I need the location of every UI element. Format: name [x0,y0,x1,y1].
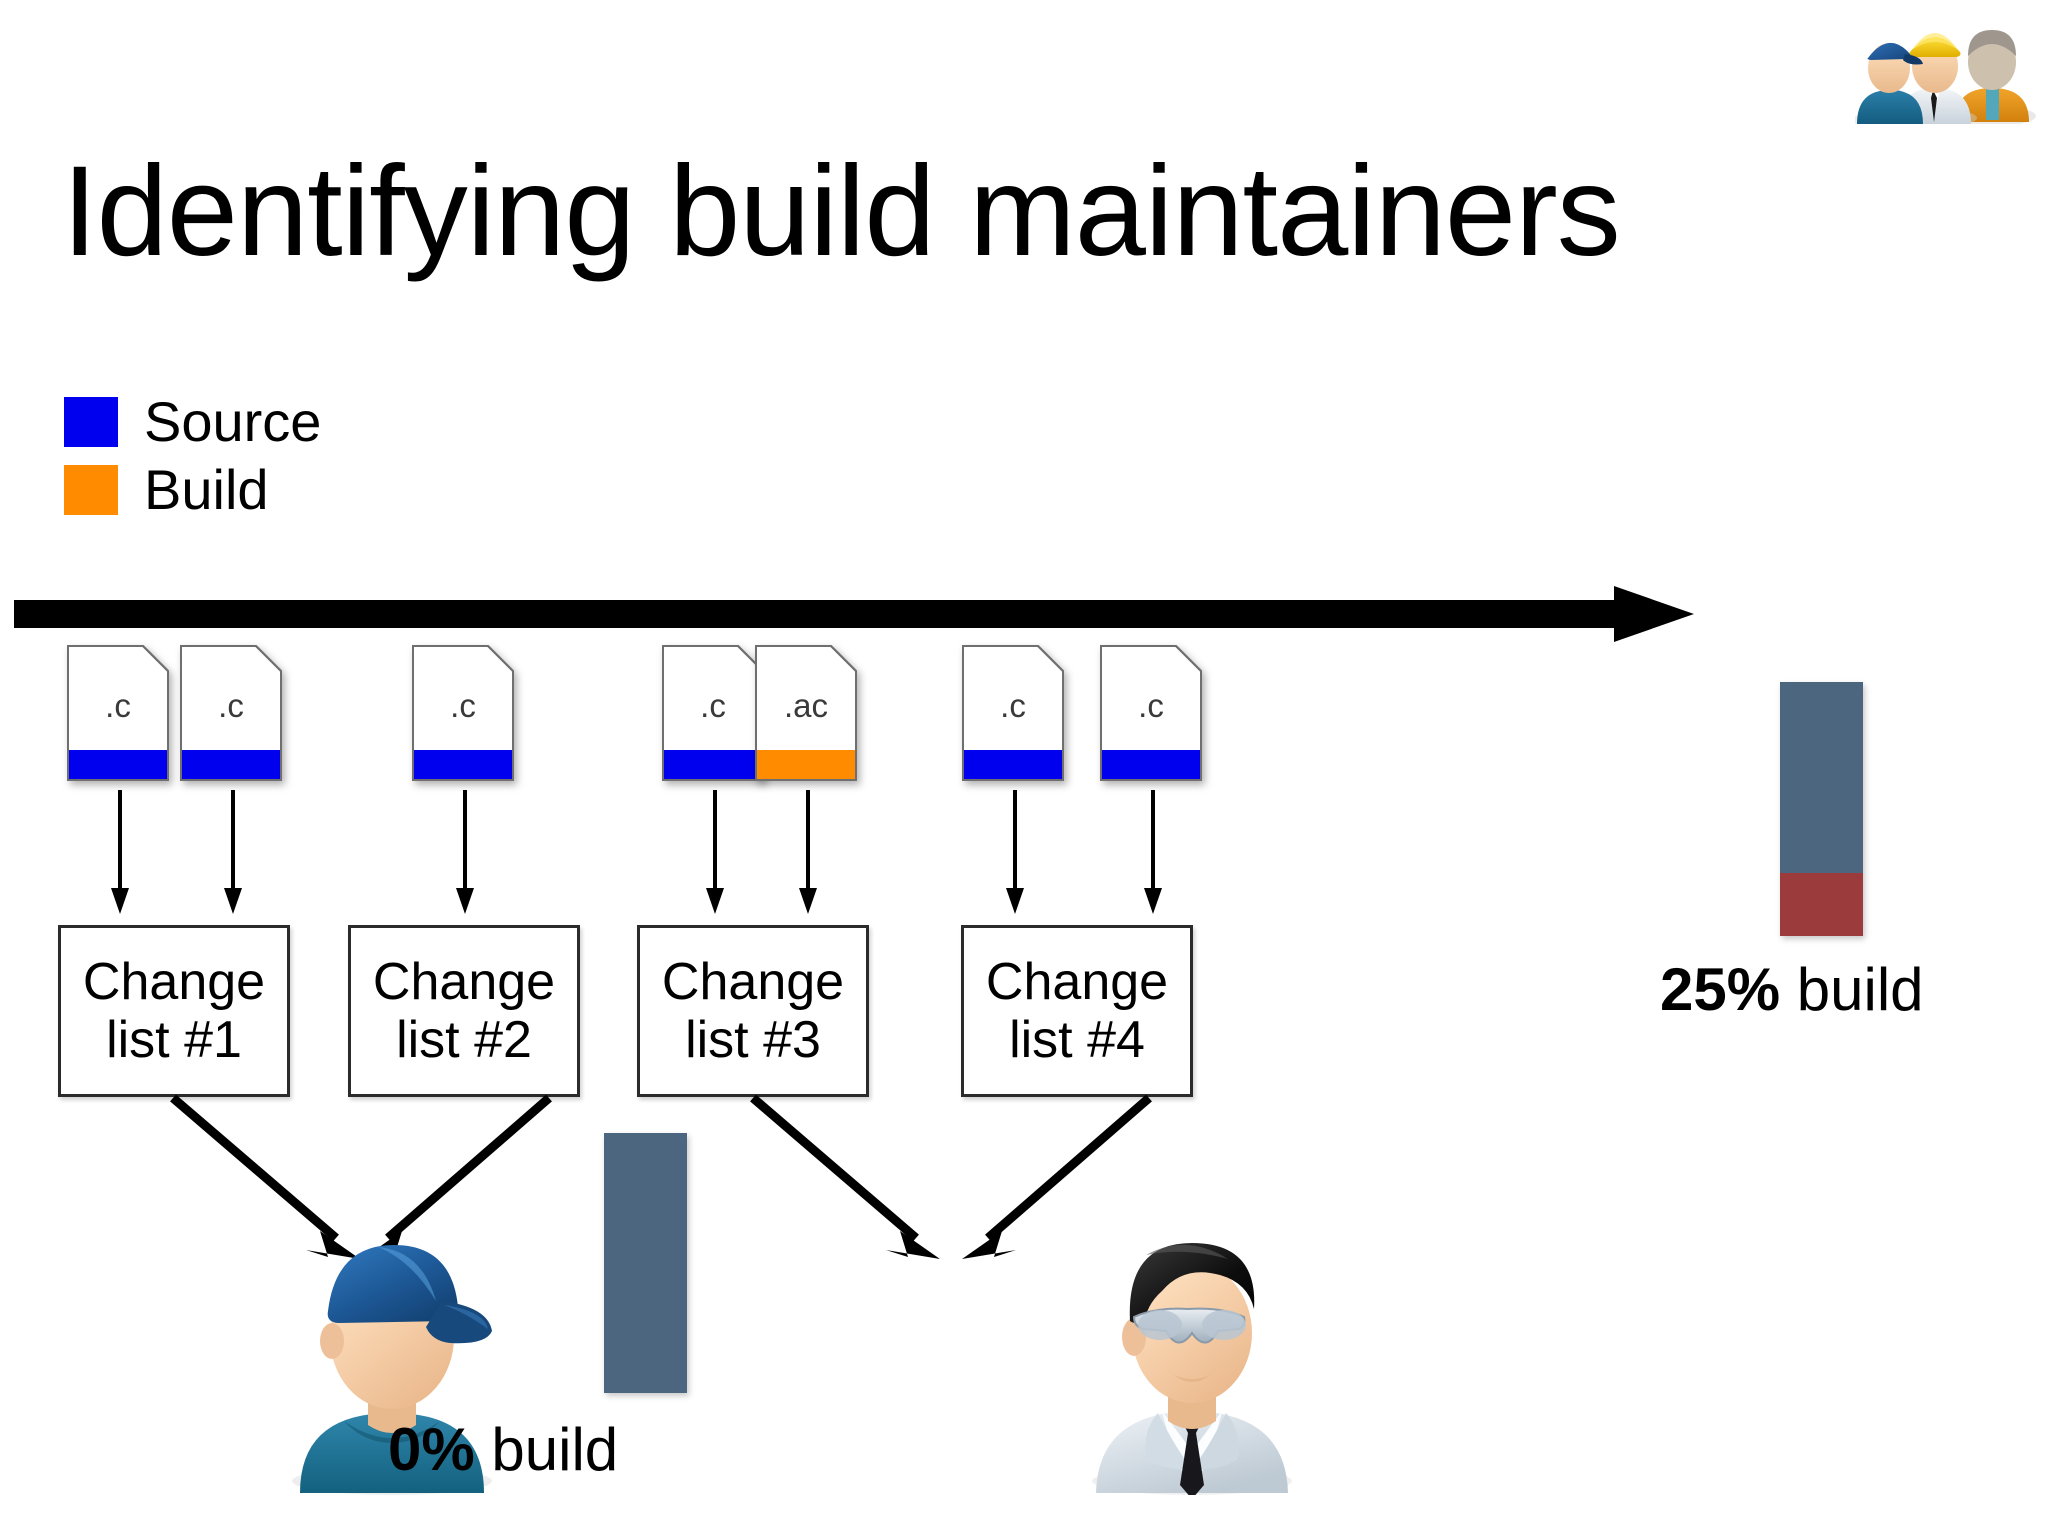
drop-arrow-file5-ac [793,790,823,914]
file-icon-c-5: .c [962,645,1064,781]
legend: Source Build [64,388,321,524]
page-title: Identifying build maintainers [62,140,1621,283]
legend-label-source: Source [144,390,322,453]
arrow-changelist1-to-developer1 [170,1094,370,1265]
drop-arrow-file3 [450,790,480,914]
changelist-line1: Change [372,952,556,1011]
file-icon-c-2: .c [180,645,282,781]
changelist-box-2[interactable]: Change list #2 [348,925,580,1097]
legend-swatch-source [64,397,118,447]
changelist-line2: list #4 [1009,1011,1145,1069]
changelist-line2: list #2 [396,1011,532,1069]
changelist-box-1[interactable]: Change list #1 [58,925,290,1097]
people-group-icon [1852,4,2041,128]
bar-overall [1780,682,1863,936]
bar-segment-nonbuild [1780,682,1863,873]
file-icon-c-1: .c [67,645,169,781]
developer-suit-avatar [1082,1225,1302,1499]
timeline-right-arrow-icon [14,586,1694,642]
legend-label-build: Build [144,458,269,521]
bar-caption-developer1: 0% build [388,1415,618,1484]
legend-swatch-build [64,465,118,515]
drop-arrow-file2 [218,790,248,914]
changelist-line1: Change [985,952,1169,1011]
legend-item-source: Source [64,388,321,456]
arrow-changelist4-to-developer2 [952,1094,1152,1265]
changelist-line2: list #1 [106,1011,242,1069]
drop-arrow-file4 [700,790,730,914]
changelist-line2: list #3 [685,1011,821,1069]
bar-segment-nonbuild [604,1133,687,1393]
arrow-changelist3-to-developer2 [750,1094,950,1265]
changelist-line1: Change [82,952,266,1011]
bar-developer1 [604,1133,687,1393]
bar-percent-label: build [474,1416,619,1483]
bar-percent-value: 25% [1660,956,1781,1023]
drop-arrow-file6 [1000,790,1030,914]
bar-segment-build [1780,872,1863,936]
bar-percent-label: build [1780,956,1924,1023]
legend-item-build: Build [64,456,321,524]
drop-arrow-file1 [105,790,135,914]
file-icon-c-4: .c [662,645,764,781]
file-icon-c-3: .c [412,645,514,781]
drop-arrow-file7 [1138,790,1168,914]
developer-cap-avatar [282,1225,502,1495]
file-icon-ac-build: .ac [755,645,857,781]
changelist-box-4[interactable]: Change list #4 [961,925,1193,1097]
bar-percent-value: 0% [388,1416,475,1483]
file-icon-c-6: .c [1100,645,1202,781]
changelist-box-3[interactable]: Change list #3 [637,925,869,1097]
bar-caption-overall: 25% build [1660,955,1924,1024]
changelist-line1: Change [661,952,845,1011]
